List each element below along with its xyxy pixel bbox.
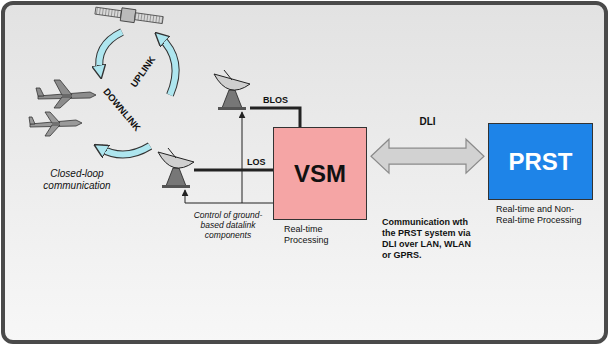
uav-tail (36, 88, 44, 96)
closed-loop-note: Closed-loop communication (36, 168, 118, 192)
box-caption: Real-time and Non-Real-time Processing (496, 204, 594, 226)
downlink-arc (99, 32, 122, 72)
dish-antenna (158, 148, 194, 188)
control-arrow (185, 190, 186, 203)
uplink-arc (160, 37, 176, 95)
dish-pedestal (166, 168, 186, 186)
solar-panel (95, 7, 122, 18)
dish-bowl (214, 74, 250, 90)
control-arrow (242, 112, 243, 203)
dli-note: Communication wth the PRST system via DL… (382, 217, 480, 261)
dish-base (218, 107, 246, 110)
uav-wing (54, 80, 72, 95)
los-cable (194, 169, 274, 172)
box-title: PRST (508, 148, 572, 176)
uav-wing (45, 112, 60, 123)
dish-pedestal (222, 90, 242, 108)
uav (36, 80, 96, 108)
control-line (185, 203, 273, 204)
satellite-body (120, 8, 136, 23)
uav-wing (54, 97, 72, 108)
los-label: LOS (247, 157, 266, 168)
dish-feed (168, 148, 176, 158)
vsm-box: VSMReal-time Processing (273, 127, 367, 220)
dish-base (162, 185, 190, 188)
downlink-arc-outline (99, 32, 122, 72)
downlink-arc-outline (100, 146, 150, 155)
prst-box: PRSTReal-time and Non-Real-time Processi… (488, 123, 593, 200)
frame (3, 3, 606, 342)
downlink-arc (100, 146, 150, 155)
uav-tail (29, 117, 35, 124)
uav (29, 112, 82, 136)
solar-panel (135, 13, 164, 24)
uav-wing (45, 125, 60, 136)
control-note: Control of ground-based datalink compone… (186, 210, 270, 240)
blos-label: BLOS (263, 95, 288, 106)
box-title: VSM (294, 160, 346, 188)
dish-antenna (214, 70, 250, 110)
dli-double-arrow (371, 139, 484, 173)
edge-label: DLI (419, 116, 435, 127)
uplink-arc-outline (160, 37, 176, 95)
dish-feed (224, 70, 232, 80)
link-arcs (99, 32, 175, 155)
dish-bowl (158, 152, 194, 168)
satellite (95, 4, 164, 26)
box-caption: Real-time Processing (284, 224, 356, 246)
blos-cable (250, 108, 300, 128)
